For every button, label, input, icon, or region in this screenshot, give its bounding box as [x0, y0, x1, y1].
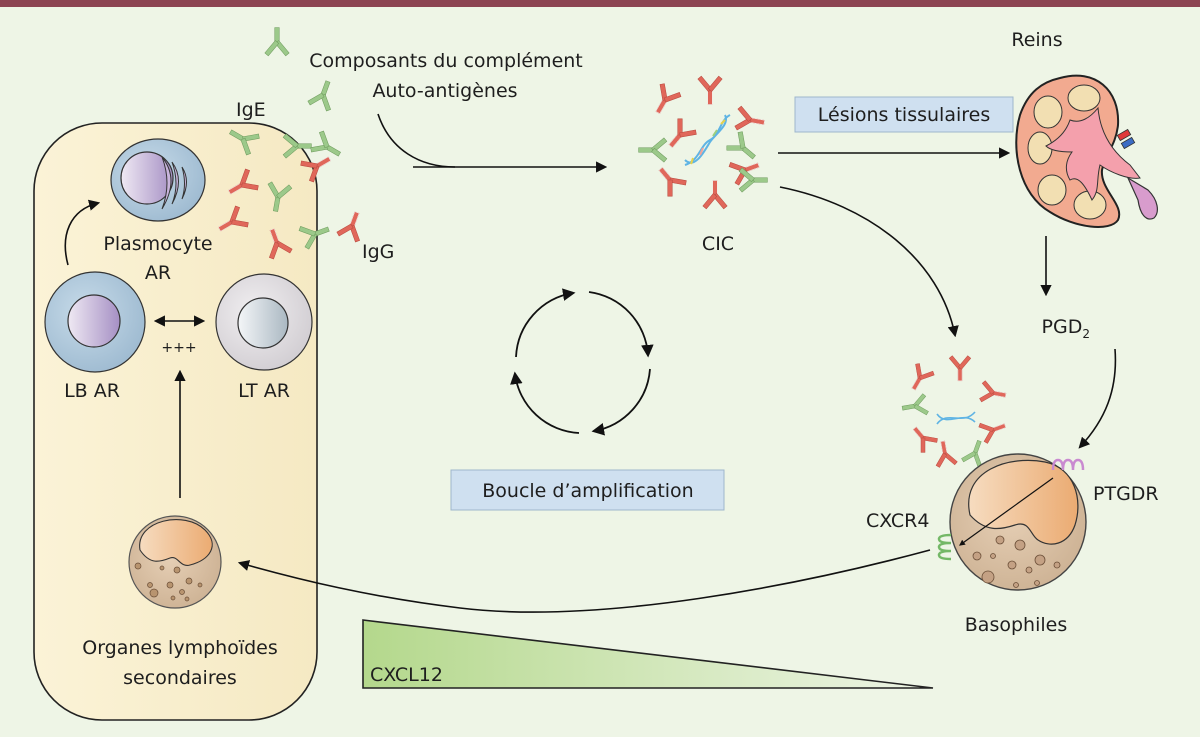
lb-label: LB AR — [64, 380, 120, 402]
plasma-cell-icon — [110, 138, 206, 222]
cic-to-basophil-arrow — [779, 186, 959, 338]
organs-label-line1: Organes lymphoïdes — [82, 637, 278, 659]
pgd2-label: PGD2 — [1042, 316, 1090, 341]
organs-label-line2: secondaires — [123, 667, 237, 689]
t-lymphocyte-icon — [215, 273, 313, 371]
cxcl12-label: CXCL12 — [370, 664, 443, 686]
lesions-label: Lésions tissulaires — [818, 104, 990, 126]
igg-label: IgG — [362, 241, 394, 263]
cycle-arrows-icon — [510, 288, 654, 436]
amplification-loop-box — [450, 469, 725, 511]
top-bar — [0, 0, 1200, 7]
merge-curve — [377, 113, 456, 168]
autoantigens-label: Auto-antigènes — [372, 80, 517, 102]
ige-label: IgE — [236, 99, 266, 121]
reins-label: Reins — [1011, 29, 1062, 51]
bound-immune-complex-icon — [900, 355, 1010, 469]
amplification-loop-label: Boucle d’amplification — [482, 480, 693, 502]
ptgdr-label: PTGDR — [1093, 483, 1159, 505]
lt-label: LT AR — [238, 380, 290, 402]
basophil-icon — [949, 453, 1087, 591]
basophiles-label: Basophiles — [965, 614, 1067, 636]
dna-icon — [684, 114, 731, 166]
plasmocyte-label-ar: AR — [145, 262, 171, 284]
lymphoid-basophil-icon — [128, 515, 222, 609]
interaction-plus-label: +++ — [161, 340, 196, 356]
lesions-box — [794, 96, 1014, 133]
plasmocyte-label: Plasmocyte — [103, 233, 212, 255]
migration-arrow — [237, 549, 931, 613]
immune-complex-icon — [638, 75, 768, 210]
cxcr4-label: CXCR4 — [866, 510, 929, 532]
b-lymphocyte-icon — [44, 271, 146, 373]
differentiation-arrow — [64, 199, 101, 266]
ptgdr-receptor-icon — [1051, 458, 1085, 471]
kidney-icon — [1015, 74, 1158, 228]
pgd2-arrow — [1078, 348, 1117, 449]
pgd2-subscript: 2 — [1082, 327, 1090, 341]
cxcl12-gradient — [362, 619, 934, 689]
cxcr4-receptor-icon — [937, 533, 952, 561]
complement-label: Composants du complément — [309, 50, 583, 72]
cic-label: CIC — [702, 233, 734, 255]
